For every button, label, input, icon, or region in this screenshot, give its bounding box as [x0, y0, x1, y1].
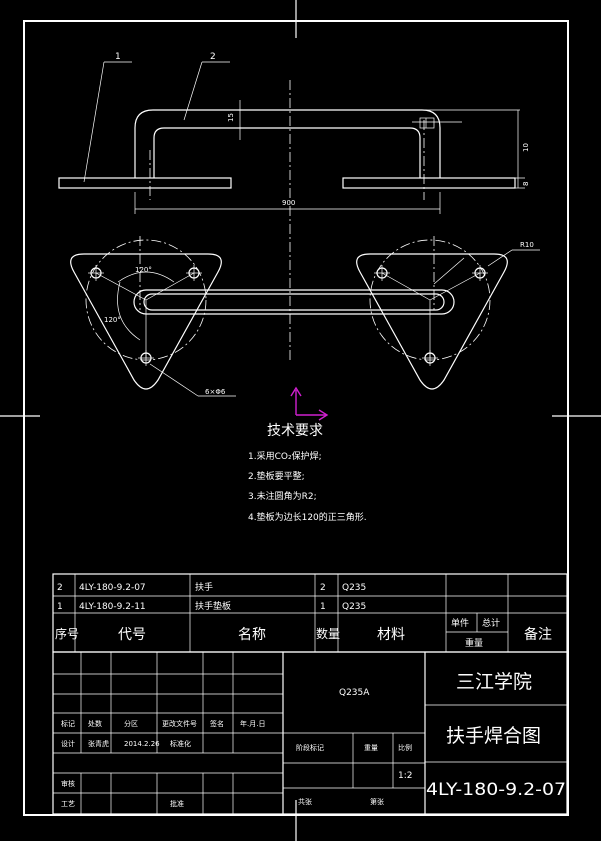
base-plate-right — [342, 177, 516, 189]
bom-header-no: 序号 — [55, 626, 79, 641]
bom-row-1-no: 1 — [57, 602, 63, 612]
dim-900: 900 — [282, 199, 295, 207]
label-scale: 比例 — [398, 743, 412, 752]
label-process: 工艺 — [61, 800, 75, 808]
bom-header-material: 材料 — [377, 627, 405, 643]
bom-header-remark: 备注 — [524, 626, 552, 643]
note-1: 1.采用CO₂保护焊; — [248, 450, 322, 462]
handrail-outer — [134, 109, 441, 178]
label-sheet-no: 第张 — [370, 797, 384, 806]
label-approve: 批准 — [170, 799, 184, 808]
label-sheets-total: 共张 — [298, 797, 312, 806]
bom-row-1-material: Q235 — [342, 602, 366, 612]
label-zone: 分区 — [124, 719, 138, 728]
bom-header-weight: 重量 — [465, 637, 483, 649]
bom-header-qty: 数量 — [316, 626, 340, 641]
bom-row-1-qty: 1 — [320, 602, 326, 612]
dim-8: 8 — [522, 182, 530, 186]
bom-row-2-material: Q235 — [342, 583, 366, 593]
bom-row-2-qty: 2 — [320, 583, 326, 593]
ucs-marker — [290, 386, 329, 421]
label-signature: 签名 — [210, 719, 224, 728]
label-stage-mark: 阶段标记 — [296, 743, 324, 752]
note-4: 4.垫板为边长120的正三角形. — [248, 511, 367, 523]
base-plate-left — [58, 177, 232, 189]
label-designer: 设计 — [61, 739, 75, 748]
bom-table: 2 4LY-180-9.2-07 扶手 2 Q235 1 4LY-180-9.2… — [52, 573, 568, 653]
dim-10: 10 — [522, 143, 530, 152]
label-mark: 标记 — [61, 719, 75, 728]
bom-header-total: 总计 — [482, 617, 500, 629]
top-view: 120° 120° 6×Φ6 R10 — [70, 236, 540, 397]
bom-row-1-name: 扶手垫板 — [195, 600, 231, 612]
note-2: 2.垫板要平整; — [248, 470, 305, 482]
dim-angle-top: 120° — [135, 266, 152, 274]
bom-row-2-code: 4LY-180-9.2-07 — [79, 583, 146, 593]
dimensions: 15 10 8 900 — [134, 100, 530, 214]
handrail-top-inner — [143, 293, 445, 311]
label-weight: 重量 — [364, 744, 378, 752]
school-name: 三江学院 — [456, 671, 532, 693]
drawing-title: 扶手焊合图 — [446, 725, 541, 747]
title-material: Q235A — [339, 688, 370, 698]
bom-row-2-name: 扶手 — [195, 581, 213, 593]
gusset-plate-right — [356, 253, 508, 390]
dim-angle-left: 120° — [104, 316, 121, 324]
label-review: 审核 — [61, 779, 75, 788]
designer-name: 张青虎 — [88, 739, 109, 748]
balloon-1: 1 — [115, 52, 121, 62]
drawing-number: 4LY-180-9.2-07 — [426, 780, 566, 800]
title-scale: 1:2 — [398, 771, 412, 781]
bom-row-2-no: 2 — [57, 583, 63, 593]
note-3: 3.未注圆角为R2; — [248, 490, 317, 502]
front-view — [58, 80, 525, 360]
bom-header-name: 名称 — [238, 627, 266, 643]
bom-header-code: 代号 — [118, 627, 146, 643]
handrail-top-outer — [133, 289, 455, 315]
balloon-2: 2 — [210, 52, 216, 62]
title-block: 标记 处数 分区 更改文件号 签名 年.月.日 设计 张青虎 2014.2.26… — [52, 651, 568, 815]
label-date: 年.月.日 — [240, 719, 265, 728]
design-date: 2014.2.26 — [124, 740, 160, 748]
label-standardize: 标准化 — [170, 739, 191, 748]
dim-holes: 6×Φ6 — [205, 388, 226, 396]
notes-title: 技术要求 — [267, 423, 323, 439]
dim-15: 15 — [227, 113, 235, 122]
dim-r10: R10 — [520, 241, 534, 249]
technical-notes: 技术要求 1.采用CO₂保护焊; 2.垫板要平整; 3.未注圆角为R2; 4.垫… — [248, 423, 367, 523]
handrail-inner — [153, 127, 421, 178]
bom-header-unit: 单件 — [451, 617, 469, 629]
label-change-doc: 更改文件号 — [162, 719, 197, 728]
bolt-holes — [88, 265, 488, 366]
gusset-plate-left — [70, 253, 222, 390]
label-count: 处数 — [88, 719, 102, 728]
balloon-leaders: 1 2 — [83, 52, 230, 183]
bom-row-1-code: 4LY-180-9.2-11 — [79, 602, 146, 612]
